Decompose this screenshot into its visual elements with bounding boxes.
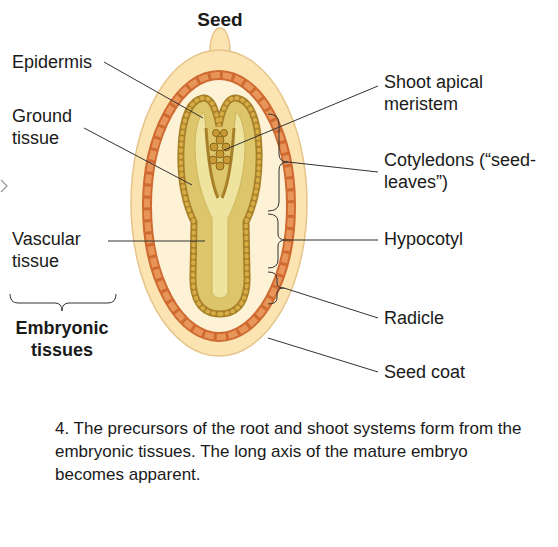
part-label: Seed coat [384,362,544,384]
part-label: Cotyledons (“seed-leaves”) [384,150,554,194]
part-label: Radicle [384,308,544,330]
seed-nub [210,28,230,52]
group-label: Embryonic tissues [2,318,122,362]
seed-coat-cells [147,75,291,337]
part-label: Epidermis [12,52,142,74]
part-label: Hypocotyl [384,229,544,251]
part-label: Shoot apical meristem [384,72,549,116]
meristem-cells [209,130,231,171]
seed-coat-ring [147,75,291,337]
diagram-title: Seed [190,8,250,31]
seed-body [131,50,307,356]
embryo-epidermis [181,98,259,314]
part-label: Vascular tissue [12,229,112,273]
epidermis-cells [181,98,259,314]
figure-caption: 4. The precursors of the root and shoot … [55,418,525,487]
part-label: Ground tissue [12,106,112,150]
arrow-fragment [1,180,7,192]
vascular-tissue [195,112,245,298]
